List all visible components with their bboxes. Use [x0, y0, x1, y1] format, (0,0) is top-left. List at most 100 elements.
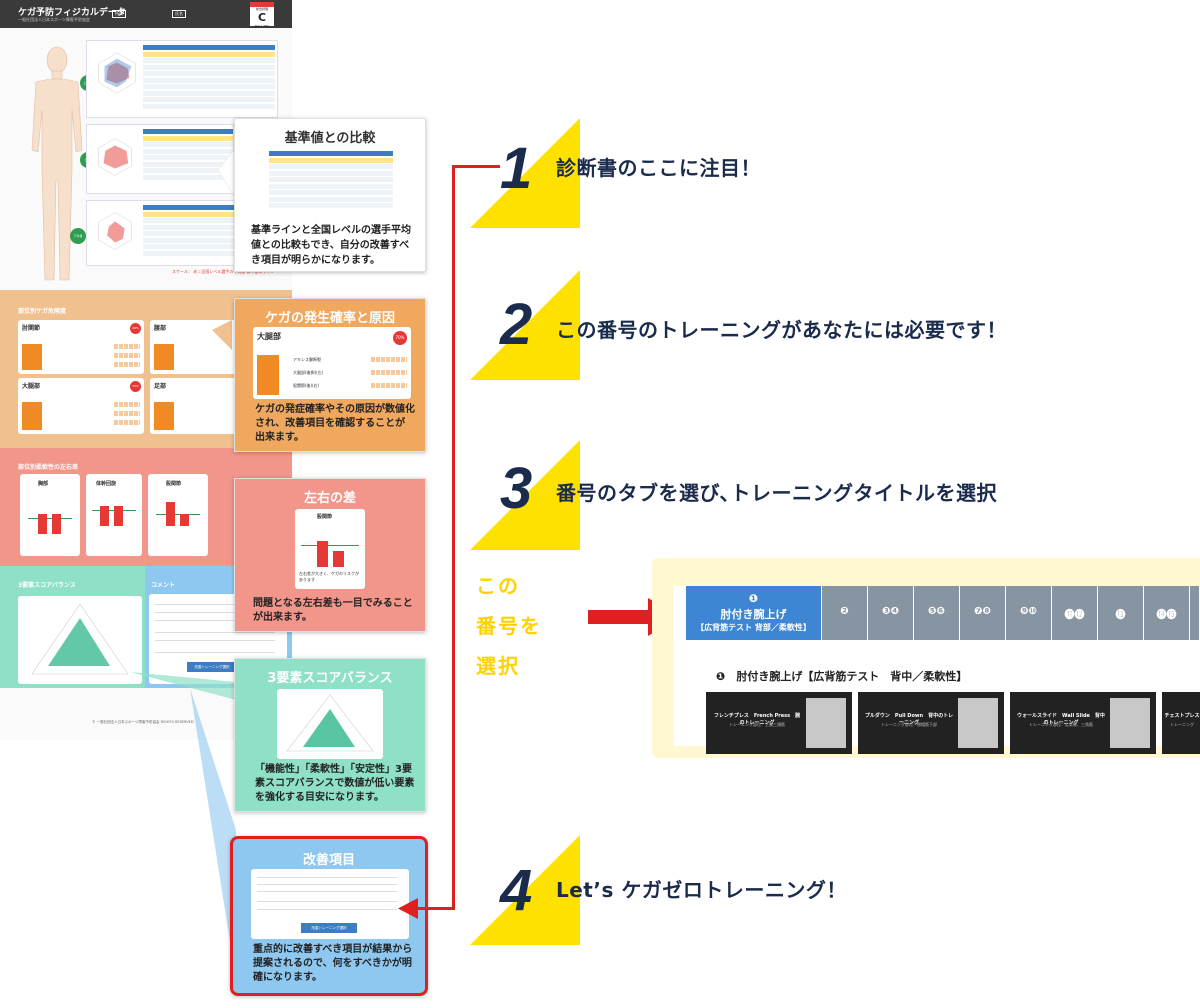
- left-bar: [38, 514, 47, 534]
- comment-line: [257, 891, 397, 892]
- score-section-title: 3要素スコアバランス: [18, 582, 76, 589]
- risk-cells: [114, 362, 140, 367]
- compare-callout-title: 基準値との比較: [284, 131, 376, 146]
- connector-line-bottom: [412, 907, 455, 910]
- select-number-label: この 番号を 選択: [476, 566, 542, 686]
- step-1-text: 診断書のここに注目！: [556, 156, 761, 180]
- risk-cells: [114, 402, 140, 407]
- score-callout-card: [277, 689, 383, 759]
- flexibility-section-title: 部位別柔軟性の左右差: [18, 464, 79, 471]
- video-image: [958, 698, 998, 748]
- score-callout: 3要素スコアバランス 「機能性」「柔軟性」「安定性」3要素スコアバランスで数値が…: [234, 658, 426, 812]
- risk-card-title: 大腿部: [22, 383, 41, 390]
- tab-5-6[interactable]: ❺❻: [914, 586, 960, 640]
- risk-section-title: 部位別ケガ危険度: [18, 308, 67, 315]
- step-3-text: 番号のタブを選び､トレーニングタイトルを選択: [556, 481, 997, 505]
- comment-line: [257, 909, 397, 910]
- risk-cause-row: 大腿部(後側)(左): [293, 370, 324, 375]
- radar-chart-lower: [98, 212, 132, 250]
- name-tag: 氏名: [172, 10, 186, 18]
- tab-13[interactable]: ⓭: [1098, 586, 1144, 640]
- improve-training-button[interactable]: 改善トレーニング選択: [187, 662, 237, 672]
- improve-training-button[interactable]: 改善トレーニング選択: [301, 923, 357, 933]
- radar-chart-upper: [98, 52, 136, 94]
- score-callout-desc: 「機能性」「柔軟性」「安定性」3要素スコアバランスで数値が低い要素を強化する目安…: [255, 764, 415, 803]
- comment-line: [155, 620, 275, 621]
- tab-label: ⓫⓬: [1064, 610, 1085, 621]
- video-thumbnail[interactable]: フレンチプレス French Press 腕のトレーニング トレーニング部位：上…: [706, 692, 852, 754]
- document-title: ケガ予防フィジカルデータ: [18, 8, 126, 18]
- lower-body-badge: 下半身: [70, 228, 86, 244]
- risk-cause-row: 股関節(後)(右): [293, 383, 320, 388]
- comment-line: [257, 877, 397, 878]
- lr-callout-title: 左右の差: [303, 491, 356, 506]
- lower-body-table: [143, 205, 275, 257]
- flex-card-trunk-rotation: 体幹回旋: [86, 474, 142, 556]
- risk-callout-card: 大腿部 70% アキレス腱断裂 大腿部(後側)(左) 股関節(後)(右): [253, 327, 411, 399]
- comment-section-title: コメント: [151, 582, 176, 589]
- right-bar: [52, 514, 61, 534]
- risk-cells: [371, 370, 407, 375]
- baseline: [28, 518, 72, 519]
- flex-card-title: 体幹回旋: [96, 481, 117, 487]
- left-bar: [166, 502, 175, 526]
- risk-cells: [371, 357, 407, 362]
- tab-1-subtitle: 【広背筋テスト 背部／柔軟性】: [696, 623, 811, 632]
- video-title: チェストプレス: [1164, 713, 1200, 719]
- grade-value: C: [257, 11, 267, 24]
- video-image: [1110, 698, 1150, 748]
- callout-connectors: [130, 149, 236, 980]
- compare-callout: 基準値との比較 基準ラインと全国レベルの選手平均値との比較もでき、自分の改善すべ…: [234, 118, 426, 272]
- compare-callout-desc: 基準ラインと全国レベルの選手平均値との比較もでき、自分の改善すべき項目が明らかに…: [251, 225, 411, 266]
- tab-label: ⓭: [1115, 610, 1126, 621]
- right-bar: [180, 514, 189, 526]
- lr-callout-desc: 問題となる左右差も一目でみることが出来ます。: [253, 598, 413, 623]
- tab-7-8[interactable]: ❼❽: [960, 586, 1006, 640]
- flex-card-title: 股関節: [166, 481, 182, 487]
- cause-label-bar: [257, 355, 279, 395]
- video-subtitle: トレーニング部位：上腕三頭筋: [729, 722, 785, 727]
- risk-card-thigh: 大腿部 70%: [18, 378, 144, 434]
- tab-1-number: ❶: [748, 592, 759, 605]
- improve-callout-desc: 重点的に改善すべき項目が結果から提案されるので、何をすべきかが明確になります。: [253, 944, 413, 983]
- tab-label: ❼❽: [974, 606, 991, 617]
- tab-3-4[interactable]: ❸❹: [868, 586, 914, 640]
- score-section: 3要素スコアバランス: [0, 566, 145, 688]
- tab-1[interactable]: ❶ 肘付き腕上げ 【広背筋テスト 背部／柔軟性】: [686, 586, 822, 640]
- tab-label: ⓮⓯: [1156, 610, 1177, 621]
- triangle-chart: [286, 694, 374, 752]
- improve-callout: 改善項目 改善トレーニング選択 重点的に改善すべき項目が結果から提案されるので、…: [230, 836, 428, 996]
- left-bar: [317, 541, 328, 567]
- tab-11-12[interactable]: ⓫⓬: [1052, 586, 1098, 640]
- risk-callout-title: ケガの発生確率と原因: [264, 311, 395, 326]
- risk-cells: [114, 353, 140, 358]
- cause-label-bar: [154, 402, 174, 430]
- flex-card-title: 胸部: [38, 481, 49, 487]
- step-1-number: 1: [500, 136, 533, 201]
- risk-card-title: 足部: [154, 383, 167, 390]
- risk-percent-badge: 70%: [130, 381, 141, 392]
- flex-card-hip: 股関節: [148, 474, 208, 556]
- tab-more[interactable]: [1190, 586, 1200, 640]
- lr-card-note: 左右差が大きく、ケガのリスクがあります: [299, 571, 359, 582]
- connector-arrowhead: [398, 898, 418, 919]
- risk-card-title: 腰部: [154, 325, 167, 332]
- compare-table: [269, 151, 393, 210]
- comment-line: [257, 901, 397, 902]
- tab-14-15[interactable]: ⓮⓯: [1144, 586, 1190, 640]
- video-thumbnail[interactable]: ウォールスライド Wall Slide 背中のトレーニング トレーニング部位：広…: [1010, 692, 1156, 754]
- step-4-number: 4: [500, 858, 533, 923]
- trunk-table: [143, 129, 233, 181]
- lr-callout-card: 股関節 左右差が大きく、ケガのリスクがあります: [295, 509, 365, 589]
- video-title: フレンチプレス French Press 腕のトレーニング: [713, 713, 801, 726]
- video-thumbnail[interactable]: プルダウン Pull Down 背中のトレーニング トレーニング部位：僧帽筋下部: [858, 692, 1004, 754]
- grade-sub: BALL YES: [254, 24, 270, 28]
- video-thumbnail[interactable]: チェストプレス トレーニング: [1162, 692, 1200, 754]
- affiliation-tag: 所属: [112, 10, 126, 18]
- cause-label-bar: [154, 344, 174, 370]
- tab-9-10[interactable]: ❾❿: [1006, 586, 1052, 640]
- trunk-panel: [86, 124, 234, 194]
- radar-chart-trunk: [98, 138, 132, 176]
- tab-2[interactable]: ❷: [822, 586, 868, 640]
- right-bar: [333, 551, 344, 567]
